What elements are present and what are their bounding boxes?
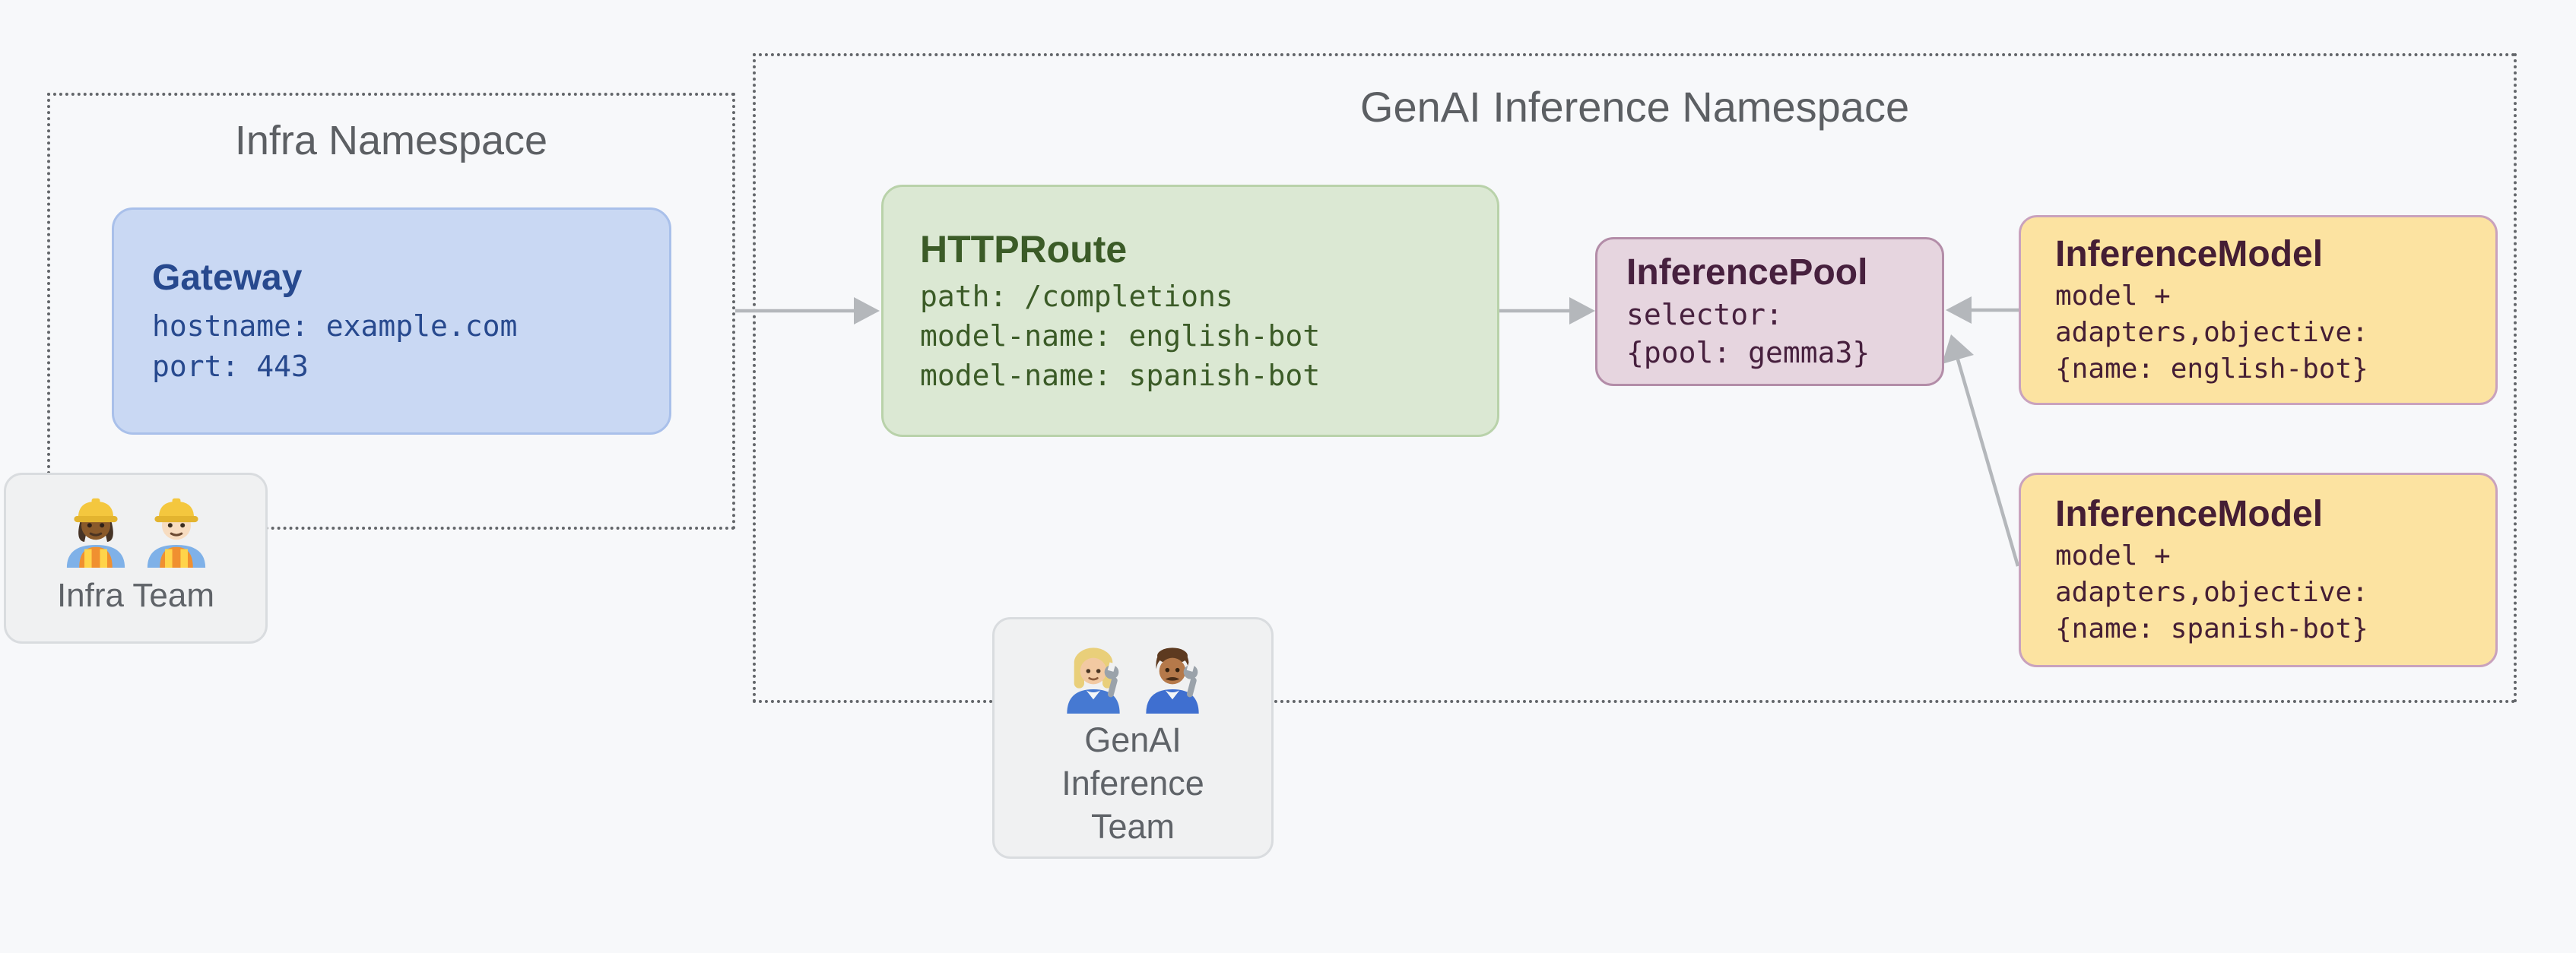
inferencepool-title: InferencePool xyxy=(1626,252,1868,293)
inferencemodel-spanish-title: InferenceModel xyxy=(2055,494,2324,534)
genai-team-label-line: Team xyxy=(1090,807,1175,846)
httproute-path-line: path: /completions xyxy=(920,280,1233,313)
inferencemodel-spanish-line: model + xyxy=(2055,540,2171,571)
infra-namespace-title: Infra Namespace xyxy=(234,118,548,163)
infra-team-card: Infra Team xyxy=(4,473,268,644)
genai-inference-namespace-box: GenAI Inference Namespace xyxy=(753,53,2517,703)
gateway-title: Gateway xyxy=(152,257,303,298)
gateway-port-line: port: 443 xyxy=(152,349,309,383)
inferencepool-selector-line: selector: xyxy=(1626,298,1783,331)
infra-namespace-box: Infra Namespace xyxy=(47,93,735,530)
genai-team-label-line: Inference xyxy=(1061,764,1204,803)
inferencemodel-english-line: {name: english-bot} xyxy=(2055,353,2368,385)
inferencemodel-english-line: adapters,objective: xyxy=(2055,317,2368,348)
inferencepool-pool-line: {pool: gemma3} xyxy=(1626,336,1870,369)
arrow-gateway-to-httproute xyxy=(735,297,880,325)
gateway-node: Gateway hostname: example.com port: 443 xyxy=(112,207,671,435)
httproute-model-english-line: model-name: english-bot xyxy=(920,319,1321,353)
woman-mechanic-emoji xyxy=(1067,647,1120,714)
infra-team-icons xyxy=(59,493,214,568)
arrow-inferencemodel-english-to-inferencepool xyxy=(1946,296,2019,324)
httproute-model-spanish-line: model-name: spanish-bot xyxy=(920,359,1321,392)
infra-team-label: Infra Team xyxy=(56,577,215,614)
httproute-node: HTTPRoute path: /completions model-name:… xyxy=(881,185,1499,437)
inferencemodel-english-line: model + xyxy=(2055,280,2171,312)
inferencepool-node: InferencePool selector: {pool: gemma3} xyxy=(1595,237,1944,386)
arrow-inferencemodel-spanish-to-inferencepool xyxy=(1942,334,2020,567)
man-construction-worker-emoji xyxy=(147,498,205,568)
arrow-httproute-to-inferencepool xyxy=(1499,297,1595,325)
woman-construction-worker-emoji xyxy=(66,498,125,568)
genai-team-label: GenAI Inference Team xyxy=(1061,718,1204,848)
httproute-title: HTTPRoute xyxy=(920,228,1128,271)
genai-inference-team-card: GenAI Inference Team xyxy=(992,617,1274,859)
inferencemodel-spanish-node: InferenceModel model + adapters,objectiv… xyxy=(2019,473,2498,667)
inferencemodel-english-title: InferenceModel xyxy=(2055,234,2324,274)
gateway-hostname-line: hostname: example.com xyxy=(152,309,518,343)
man-mechanic-emoji xyxy=(1146,647,1199,714)
inferencemodel-english-node: InferenceModel model + adapters,objectiv… xyxy=(2019,215,2498,405)
inferencemodel-spanish-line: adapters,objective: xyxy=(2055,577,2368,608)
genai-team-label-line: GenAI xyxy=(1084,720,1182,759)
genai-namespace-title: GenAI Inference Namespace xyxy=(1359,83,1910,131)
genai-team-icons xyxy=(1057,641,1209,714)
inferencemodel-spanish-line: {name: spanish-bot} xyxy=(2055,613,2368,644)
